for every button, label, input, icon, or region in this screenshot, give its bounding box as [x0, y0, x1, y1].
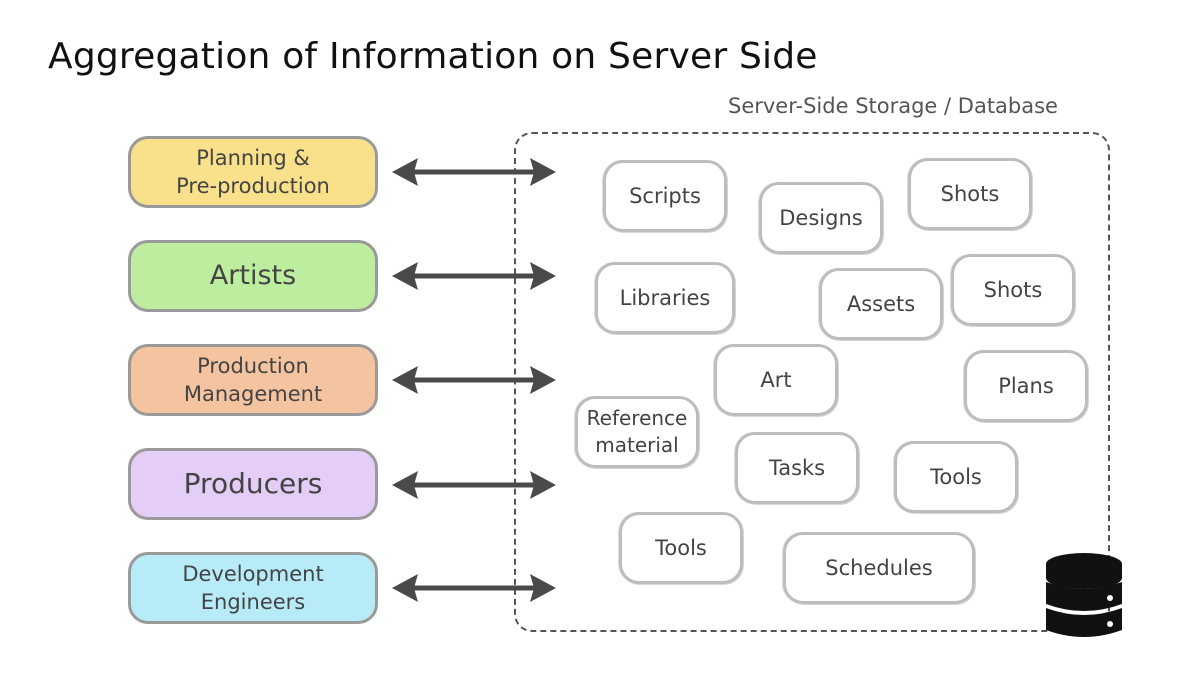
role-producers: Producers — [128, 448, 378, 520]
role-label: Producers — [183, 467, 323, 501]
item-label: Assets — [846, 291, 916, 316]
storage-item-scripts: Scripts — [603, 160, 727, 232]
storage-label: Server-Side Storage / Database — [728, 94, 1058, 118]
item-label: Plans — [998, 373, 1054, 398]
storage-item-schedules: Schedules — [783, 532, 975, 604]
role-production-management: Production Management — [128, 344, 378, 416]
role-label: Development Engineers — [182, 561, 324, 614]
item-label: Scripts — [629, 183, 701, 208]
storage-item-art: Art — [714, 344, 838, 416]
double-arrow-icon — [392, 574, 556, 602]
storage-item-plans: Plans — [964, 350, 1088, 422]
storage-item-designs: Designs — [759, 182, 883, 254]
double-arrow-icon — [392, 366, 556, 394]
item-label: Libraries — [619, 285, 711, 310]
role-artists: Artists — [128, 240, 378, 312]
item-label: Reference material — [586, 406, 688, 457]
double-arrow-icon — [392, 158, 556, 186]
item-label: Designs — [779, 205, 863, 230]
storage-item-tools-2: Tools — [619, 512, 743, 584]
role-label: Production Management — [183, 353, 323, 406]
storage-item-tasks: Tasks — [735, 432, 859, 504]
storage-item-shots-2: Shots — [951, 254, 1075, 326]
double-arrow-icon — [392, 262, 556, 290]
item-label: Art — [760, 367, 792, 392]
role-label: Artists — [209, 259, 297, 291]
item-label: Schedules — [825, 555, 933, 580]
role-development-engineers: Development Engineers — [128, 552, 378, 624]
item-label: Tasks — [768, 455, 826, 480]
role-planning: Planning & Pre-production — [128, 136, 378, 208]
item-label: Tools — [655, 535, 707, 560]
storage-item-assets: Assets — [819, 268, 943, 340]
storage-item-tools-1: Tools — [894, 441, 1018, 513]
storage-item-reference-material: Reference material — [575, 396, 699, 468]
double-arrow-icon — [392, 471, 556, 499]
item-label: Shots — [983, 277, 1043, 302]
storage-item-shots-1: Shots — [908, 158, 1032, 230]
page-title: Aggregation of Information on Server Sid… — [48, 36, 818, 77]
database-icon — [1046, 553, 1122, 637]
item-label: Shots — [940, 181, 1000, 206]
storage-item-libraries: Libraries — [595, 262, 735, 334]
item-label: Tools — [930, 464, 982, 489]
role-label: Planning & Pre-production — [176, 145, 330, 198]
